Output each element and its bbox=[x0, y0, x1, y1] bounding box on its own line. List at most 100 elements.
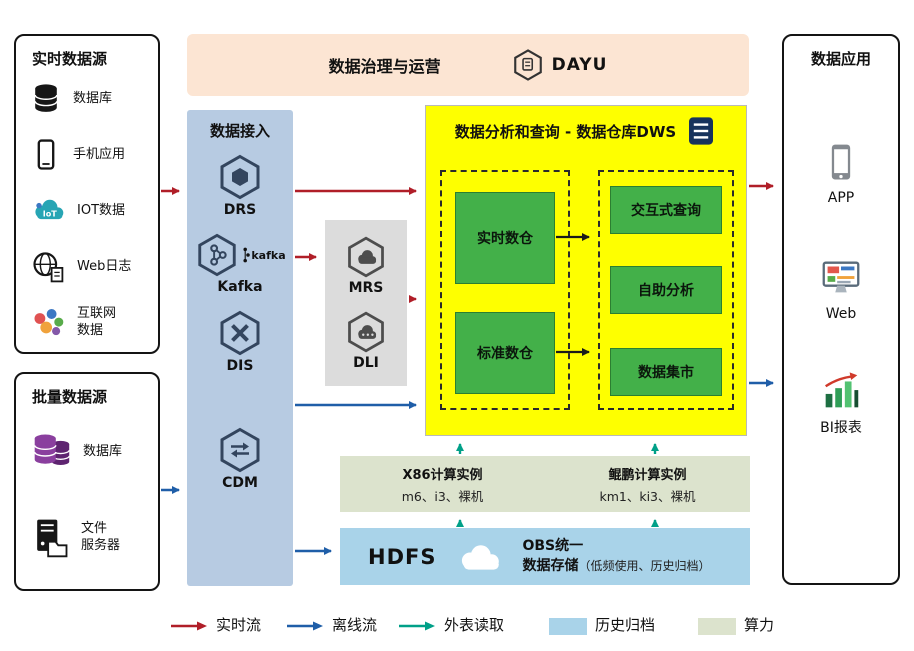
file-server-icon bbox=[28, 516, 72, 560]
source-label: Web日志 bbox=[77, 258, 132, 274]
legend-compute: 算力 bbox=[698, 614, 774, 638]
compute-swatch bbox=[698, 617, 736, 635]
applications-panel: 数据应用 APP bbox=[782, 34, 900, 585]
dis-icon bbox=[216, 309, 264, 357]
list-item: Web日志 bbox=[16, 239, 158, 295]
node-label: 交互式查询 bbox=[631, 203, 701, 219]
realtime-sources-title: 实时数据源 bbox=[32, 50, 108, 68]
web-log-icon bbox=[28, 249, 68, 285]
legend-label: 历史归档 bbox=[595, 616, 656, 635]
external-arrow-icon bbox=[399, 621, 435, 631]
legend-archive: 历史归档 bbox=[549, 614, 655, 638]
dws-warehouse-group bbox=[440, 170, 570, 410]
list-item: 手机应用 bbox=[16, 127, 158, 183]
mrs-icon bbox=[344, 235, 388, 279]
legend-external-read: 外表读取 bbox=[398, 614, 504, 638]
ingestion-label: CDM bbox=[222, 475, 258, 491]
dws-panel: 数据分析和查询 - 数据仓库DWS 实时数仓 标准数仓 交互式查询 自助分析 bbox=[425, 105, 747, 436]
svg-text:IoT: IoT bbox=[43, 208, 58, 218]
obs-text: OBS统一 数据存储（低频使用、历史归档） bbox=[522, 538, 710, 576]
obs-cloud-icon bbox=[452, 539, 506, 575]
ingestion-label: DRS bbox=[223, 202, 257, 218]
database-purple-icon bbox=[28, 429, 74, 475]
list-item: 互联网 数据 bbox=[16, 295, 158, 351]
legend-offline-flow: 离线流 bbox=[286, 614, 377, 638]
dws-service-interactive-query: 交互式查询 bbox=[610, 186, 722, 234]
list-item: 数据库 bbox=[16, 71, 158, 127]
dws-service-data-mart: 数据集市 bbox=[610, 348, 722, 396]
obs-line2: 数据存储 bbox=[522, 558, 579, 574]
web-icon bbox=[818, 255, 864, 301]
dws-warehouse-realtime: 实时数仓 bbox=[455, 192, 555, 284]
source-label: 手机应用 bbox=[73, 146, 126, 162]
drs-icon bbox=[216, 153, 264, 201]
app-item-web: Web bbox=[818, 255, 864, 323]
processing-label: MRS bbox=[348, 279, 384, 296]
list-item: 数据库 bbox=[16, 409, 158, 495]
data-ingestion-column: 数据接入 DRS bbox=[187, 110, 293, 586]
governance-banner: 数据治理与运营 DAYU bbox=[187, 34, 749, 96]
source-label: 数据库 bbox=[73, 90, 113, 106]
dws-warehouse-standard: 标准数仓 bbox=[455, 312, 555, 394]
ingestion-title: 数据接入 bbox=[209, 122, 270, 140]
ingestion-label: DIS bbox=[226, 358, 254, 374]
node-label: 自助分析 bbox=[638, 283, 694, 299]
app-item-app: APP bbox=[819, 141, 863, 207]
list-item: IoT IOT数据 bbox=[16, 183, 158, 239]
database-icon bbox=[28, 81, 64, 117]
obs-line1: OBS统一 bbox=[522, 537, 584, 554]
legend-label: 外表读取 bbox=[444, 616, 505, 635]
source-label: 文件 服务器 bbox=[81, 521, 121, 553]
app-label: Web bbox=[825, 306, 857, 323]
mobile-app-icon bbox=[28, 137, 64, 173]
compute-services-box: MRS DLI bbox=[325, 220, 407, 386]
kunpeng-instances: 鲲鹏计算实例 km1、ki3、裸机 bbox=[545, 456, 750, 512]
compute-instances-box: X86计算实例 m6、i3、裸机 鲲鹏计算实例 km1、ki3、裸机 bbox=[340, 456, 750, 512]
kunpeng-spec: km1、ki3、裸机 bbox=[599, 488, 696, 504]
dws-service-self-analysis: 自助分析 bbox=[610, 266, 722, 314]
source-label: 数据库 bbox=[83, 443, 123, 459]
x86-title: X86计算实例 bbox=[402, 467, 483, 483]
iot-icon: IoT bbox=[28, 193, 68, 229]
app-icon bbox=[819, 141, 863, 185]
dws-title: 数据分析和查询 - 数据仓库DWS bbox=[454, 122, 677, 141]
legend-label: 离线流 bbox=[332, 616, 378, 635]
offline-arrow-icon bbox=[287, 621, 323, 631]
node-label: 实时数仓 bbox=[477, 231, 533, 247]
processing-item-mrs: MRS bbox=[344, 235, 388, 296]
storage-box: HDFS OBS统一 数据存储（低频使用、历史归档） bbox=[340, 528, 750, 585]
dayu-logo-text: DAYU bbox=[551, 55, 608, 75]
dayu-icon bbox=[511, 48, 545, 82]
bi-report-icon bbox=[818, 369, 864, 415]
app-label: APP bbox=[827, 190, 855, 206]
processing-item-dli: DLI bbox=[344, 310, 388, 371]
realtime-sources-panel: 实时数据源 数据库 手机应用 bbox=[14, 34, 160, 354]
x86-spec: m6、i3、裸机 bbox=[401, 488, 484, 504]
internet-data-icon bbox=[28, 305, 68, 341]
ingestion-item-dis: DIS bbox=[216, 309, 264, 374]
kafka-wordmark-text: kafka bbox=[251, 248, 286, 262]
governance-title: 数据治理与运营 bbox=[328, 57, 441, 76]
legend-label: 算力 bbox=[744, 616, 775, 635]
kunpeng-title: 鲲鹏计算实例 bbox=[608, 467, 687, 483]
hdfs-label: HDFS bbox=[368, 544, 437, 569]
dli-icon bbox=[344, 310, 388, 354]
list-item: 文件 服务器 bbox=[16, 495, 158, 581]
node-label: 数据集市 bbox=[638, 365, 694, 381]
batch-sources-title: 批量数据源 bbox=[32, 388, 108, 406]
cdm-icon bbox=[216, 426, 264, 474]
archive-swatch bbox=[549, 617, 587, 635]
kafka-wordmark: kafka bbox=[242, 247, 286, 263]
x86-instances: X86计算实例 m6、i3、裸机 bbox=[340, 456, 545, 512]
kafka-icon bbox=[194, 232, 240, 278]
dws-service-group bbox=[598, 170, 734, 410]
realtime-arrow-icon bbox=[171, 621, 207, 631]
obs-note: （低频使用、历史归档） bbox=[578, 559, 711, 573]
app-label: BI报表 bbox=[820, 420, 862, 437]
dws-icon bbox=[685, 115, 717, 147]
ingestion-item-kafka: kafka Kafka bbox=[194, 232, 286, 295]
ingestion-item-drs: DRS bbox=[216, 153, 264, 218]
ingestion-item-cdm: CDM bbox=[216, 426, 264, 491]
legend-label: 实时流 bbox=[216, 616, 262, 635]
